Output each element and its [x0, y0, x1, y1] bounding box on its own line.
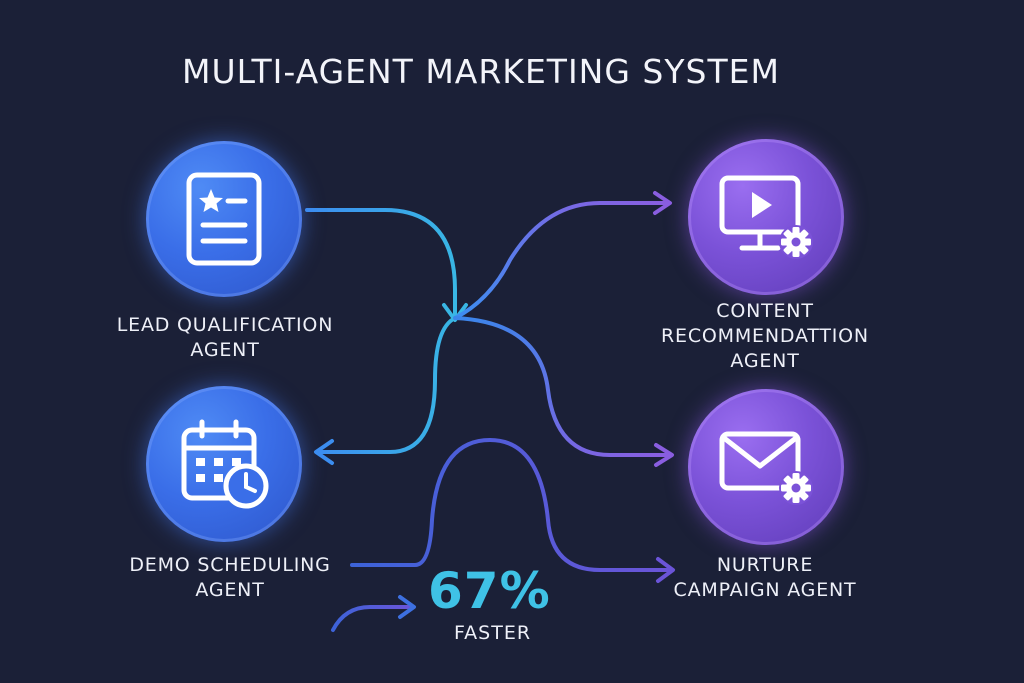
- stat-caption: FASTER: [454, 622, 532, 644]
- arrowhead-demo: [314, 439, 334, 465]
- arrowhead-lower: [656, 557, 675, 583]
- flow-demo-to-nurture: [350, 438, 674, 572]
- demo-scheduling-node: [146, 386, 302, 542]
- envelope-gear-icon: [719, 431, 813, 505]
- arrowhead-content: [653, 191, 672, 215]
- flow-center-to-content: [453, 201, 670, 320]
- nurture-campaign-label: NURTURE CAMPAIGN AGENT: [673, 554, 857, 601]
- demo-scheduling-label: DEMO SCHEDULING AGENT: [129, 554, 331, 601]
- nurture-campaign-node: [688, 389, 844, 545]
- lead-qualification-label: LEAD QUALIFICATION AGENT: [116, 314, 334, 361]
- calendar-clock-icon: [181, 419, 269, 509]
- flow-center-to-demo: [316, 316, 457, 454]
- flow-stat-arrow: [331, 605, 414, 632]
- arrowhead-nurture: [654, 443, 674, 467]
- content-recommendation-label: CONTENT RECOMMENDATTION AGENT: [661, 300, 869, 372]
- arrowhead-stat: [398, 595, 416, 619]
- monitor-play-gear-icon: [719, 175, 813, 259]
- lead-qualification-node: [146, 141, 302, 297]
- page-title: MULTI-AGENT MARKETING SYSTEM: [182, 52, 780, 91]
- stat-value: 67%: [428, 562, 551, 620]
- document-star-icon: [186, 172, 262, 266]
- flow-center-to-nurture: [453, 316, 672, 457]
- flow-lead-to-center: [305, 208, 457, 320]
- content-recommendation-node: [688, 139, 844, 295]
